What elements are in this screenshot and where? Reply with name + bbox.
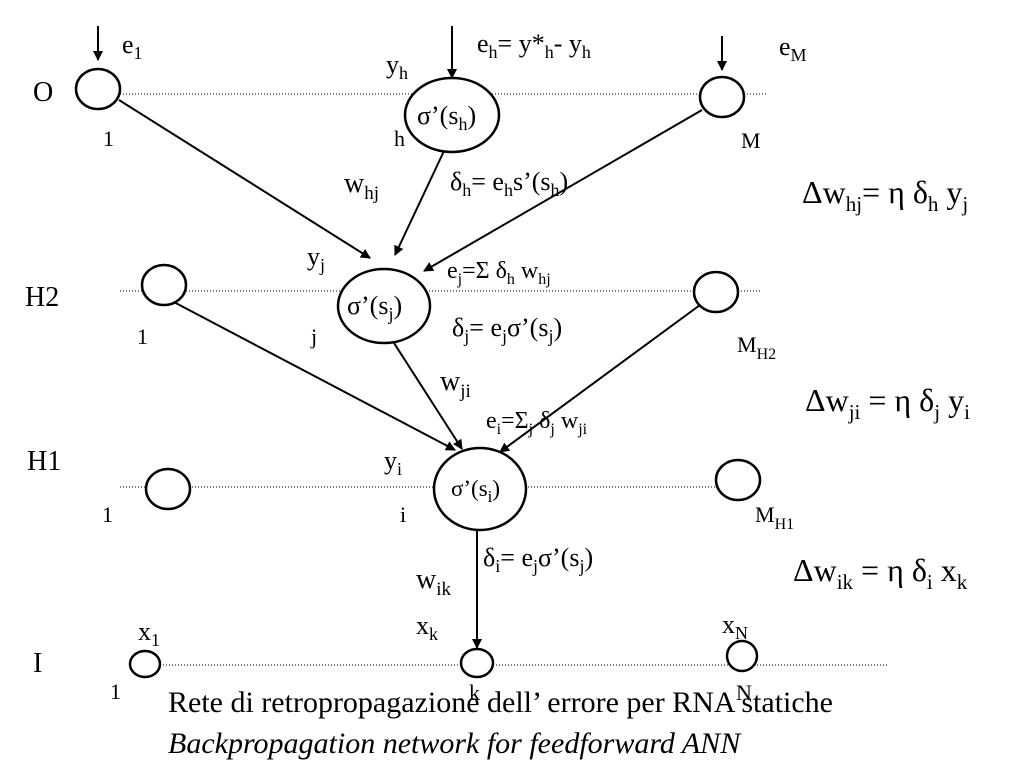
link-h2last-to-i bbox=[499, 304, 701, 453]
weight-whj: whj bbox=[344, 168, 379, 204]
error-eh-formula: eh= y*h- yh bbox=[477, 29, 591, 62]
formula-e-j: ej=Σ δh whj bbox=[447, 258, 551, 288]
node-label-h2-j: j bbox=[310, 324, 317, 349]
layer-label-h2: H2 bbox=[25, 282, 59, 313]
node-h2-M bbox=[692, 270, 740, 314]
node-h1-1 bbox=[144, 467, 192, 511]
input-x1: x1 bbox=[138, 617, 160, 650]
caption-english: Backpropagation network for feedforward … bbox=[168, 727, 742, 760]
error-eM: eM bbox=[779, 32, 807, 65]
node-input-N bbox=[725, 639, 759, 673]
link-j-to-i bbox=[393, 342, 463, 450]
link-h-to-j bbox=[394, 150, 445, 256]
node-input-k bbox=[459, 647, 495, 679]
weight-wik: wik bbox=[416, 564, 452, 600]
layer-label-h1: H1 bbox=[27, 446, 61, 477]
output-yh: yh bbox=[386, 50, 408, 83]
node-label-ik: k bbox=[469, 680, 480, 705]
formula-delta-j: δj= ejσ’(sj) bbox=[452, 313, 562, 346]
node-label-h1-i: i bbox=[400, 502, 406, 527]
weight-wji: wji bbox=[440, 366, 471, 402]
node-label-h2-M: MH2 bbox=[737, 332, 776, 363]
input-xk: xk bbox=[416, 611, 438, 644]
node-input-1 bbox=[128, 649, 162, 679]
output-yj: yj bbox=[307, 242, 325, 275]
node-h2-j bbox=[336, 267, 432, 345]
node-h1-M bbox=[714, 458, 762, 502]
node-label-oM: M bbox=[741, 128, 761, 153]
update-rule-whj: Δwhj= η δh yj bbox=[802, 174, 968, 216]
layer-label-output: O bbox=[33, 77, 53, 108]
formula-delta-i: δi= ejσ’(sj) bbox=[483, 543, 593, 576]
node-h1-i bbox=[432, 446, 528, 532]
formula-delta-h: δh= ehs’(sh) bbox=[450, 167, 568, 200]
node-output-h bbox=[403, 76, 501, 154]
node-label-h2-1: 1 bbox=[137, 324, 148, 349]
node-label-h1-1: 1 bbox=[102, 502, 113, 527]
layer-label-input: I bbox=[33, 648, 42, 679]
node-label-i1: 1 bbox=[110, 679, 121, 704]
update-rule-wik: Δwik = η δi xk bbox=[793, 552, 968, 594]
formula-e-i: ei=Σj δj wji bbox=[486, 408, 588, 438]
link-oM-to-j bbox=[423, 109, 703, 272]
output-yi: yi bbox=[384, 446, 402, 479]
node-output-M bbox=[698, 75, 746, 119]
node-h2-1 bbox=[140, 263, 188, 307]
neuron-i-label: σ’(si) bbox=[451, 476, 500, 506]
update-rule-wji: Δwji = η δj yi bbox=[805, 382, 970, 424]
node-label-oh: h bbox=[394, 126, 405, 151]
node-label-h1-M: MH1 bbox=[755, 502, 794, 533]
node-label-iN: N bbox=[736, 680, 752, 705]
node-label-o1: 1 bbox=[103, 126, 114, 151]
neuron-j-label: σ’(sj) bbox=[347, 291, 402, 324]
input-xN: xN bbox=[722, 610, 748, 643]
node-output-1 bbox=[74, 67, 122, 111]
neuron-h-label: σ’(sh) bbox=[417, 101, 476, 134]
caption-italian: Rete di retropropagazione dell’ errore p… bbox=[168, 686, 833, 719]
link-o1-to-j bbox=[118, 99, 371, 259]
link-h2first-to-i bbox=[169, 299, 456, 451]
error-e1: e1 bbox=[122, 30, 143, 63]
